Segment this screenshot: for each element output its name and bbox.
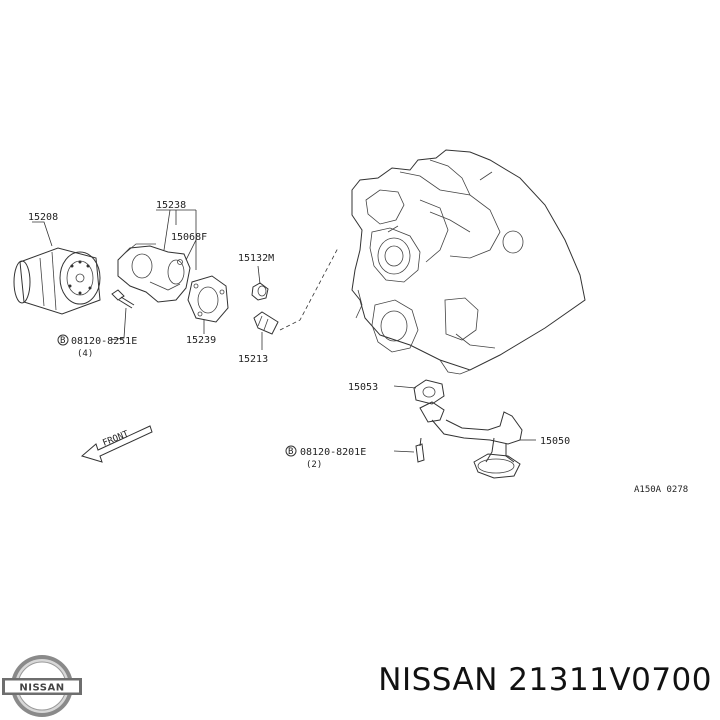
- label-15132m: 15132M: [238, 253, 274, 264]
- svg-text:B: B: [60, 336, 65, 346]
- front-arrow-icon: [80, 425, 153, 463]
- leader-lines: [32, 209, 536, 453]
- bolt-8201e-drawing: [415, 437, 425, 463]
- oil-filter-drawing: [13, 247, 101, 315]
- label-08120-8201e-qty: (2): [306, 460, 322, 470]
- connector-15213-drawing: [253, 311, 279, 335]
- oil-strainer-drawing: [419, 401, 523, 479]
- label-15213: 15213: [238, 354, 268, 365]
- nissan-logo: NISSAN: [2, 655, 82, 717]
- gasket-drawing: [187, 275, 229, 323]
- reference-code: A150A 0278: [634, 485, 688, 495]
- label-08120-8251e: 08120-8251E: [71, 336, 137, 347]
- connector-15132m-drawing: [251, 282, 269, 301]
- svg-text:B: B: [288, 447, 293, 457]
- filter-bracket-drawing: [117, 243, 191, 303]
- product-title: NISSAN 21311V0700: [378, 662, 712, 698]
- label-15053: 15053: [348, 382, 378, 393]
- front-label: FRONT: [101, 429, 130, 449]
- engine-block-drawing: [351, 149, 586, 375]
- label-15239: 15239: [186, 335, 216, 346]
- label-15050: 15050: [540, 436, 570, 447]
- bolt-8251e-drawing: [111, 289, 135, 309]
- label-15208: 15208: [28, 212, 58, 223]
- bolt-marker-icon: B: [57, 334, 69, 346]
- svg-text:NISSAN: NISSAN: [19, 683, 64, 694]
- strainer-gasket-drawing: [413, 379, 445, 405]
- label-15238: 15238: [156, 200, 186, 211]
- label-08120-8251e-qty: (4): [77, 349, 93, 359]
- label-08120-8201e: 08120-8201E: [300, 447, 366, 458]
- bolt-marker-2-icon: B: [285, 445, 297, 457]
- label-15068f: 15068F: [171, 232, 207, 243]
